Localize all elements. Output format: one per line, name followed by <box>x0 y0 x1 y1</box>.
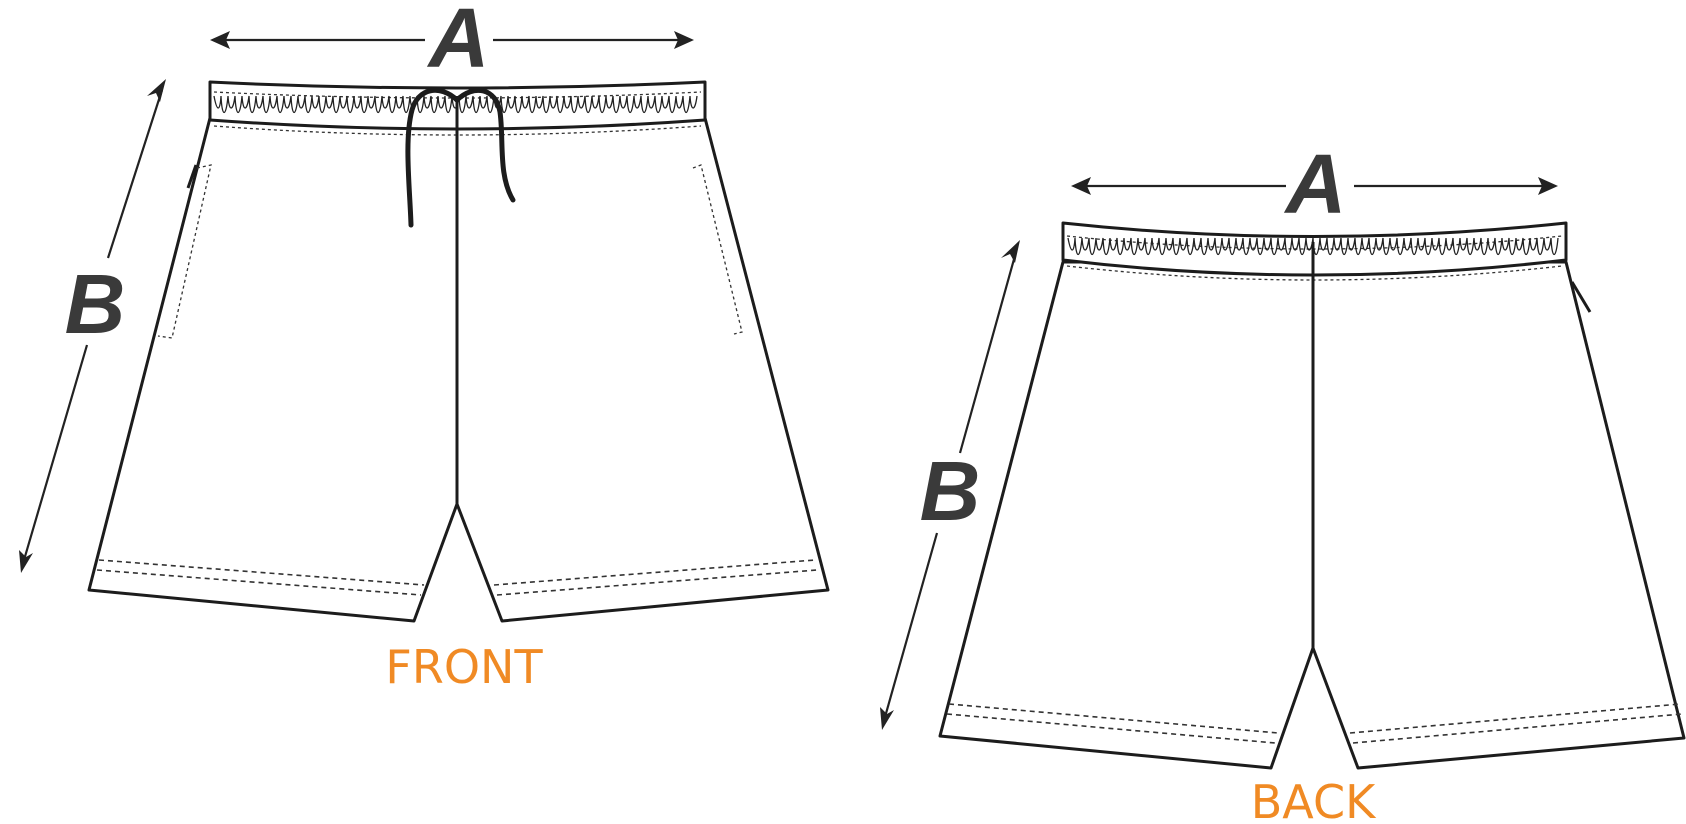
front-width-marker: A <box>427 0 490 85</box>
back-width-marker: A <box>1284 137 1347 231</box>
back-left-hem-stitch <box>948 703 1279 734</box>
back-length-dimension: B <box>880 240 1020 730</box>
front-drawstring <box>405 87 516 228</box>
front-length-dimension: B <box>19 79 166 573</box>
back-label: BACK <box>1251 775 1377 824</box>
front-left-pocket <box>157 164 212 339</box>
front-width-dimension: A <box>210 0 694 85</box>
front-left-hem-stitch <box>98 559 425 586</box>
front-label: FRONT <box>385 640 543 694</box>
front-length-marker: B <box>65 257 126 351</box>
back-width-dimension: A <box>1071 137 1558 231</box>
back-right-hem-stitch <box>1349 703 1681 734</box>
front-view: A B FRONT <box>19 0 830 694</box>
back-waistband-elastic <box>1067 237 1559 256</box>
back-length-marker: B <box>920 444 981 538</box>
front-waistband-elastic <box>213 95 698 114</box>
back-view: A B BACK <box>880 137 1686 824</box>
